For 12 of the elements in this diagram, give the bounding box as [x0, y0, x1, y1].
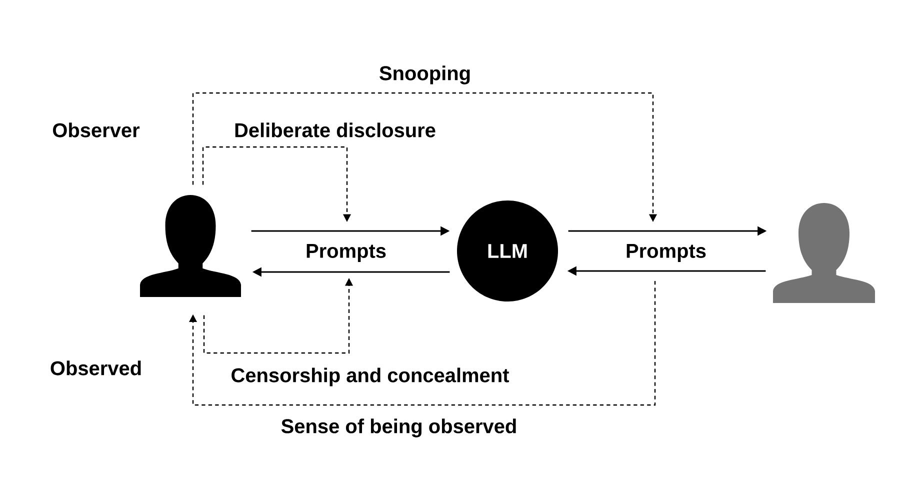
edge-label: Censorship and concealment — [229, 366, 511, 388]
edge-label: Prompts — [304, 242, 388, 264]
edge-label: Prompts — [624, 242, 708, 264]
person-icon — [140, 195, 241, 297]
side-label: Observed — [50, 360, 141, 376]
person-icon — [773, 203, 875, 303]
edge-label: Snooping — [378, 64, 472, 86]
dashed-arrow — [188, 281, 656, 406]
circle-node: LLM — [457, 200, 558, 302]
edge-label: Sense of being observed — [279, 417, 519, 439]
side-label: Observer — [52, 122, 140, 138]
edge-label: Deliberate disclosure — [232, 121, 438, 139]
